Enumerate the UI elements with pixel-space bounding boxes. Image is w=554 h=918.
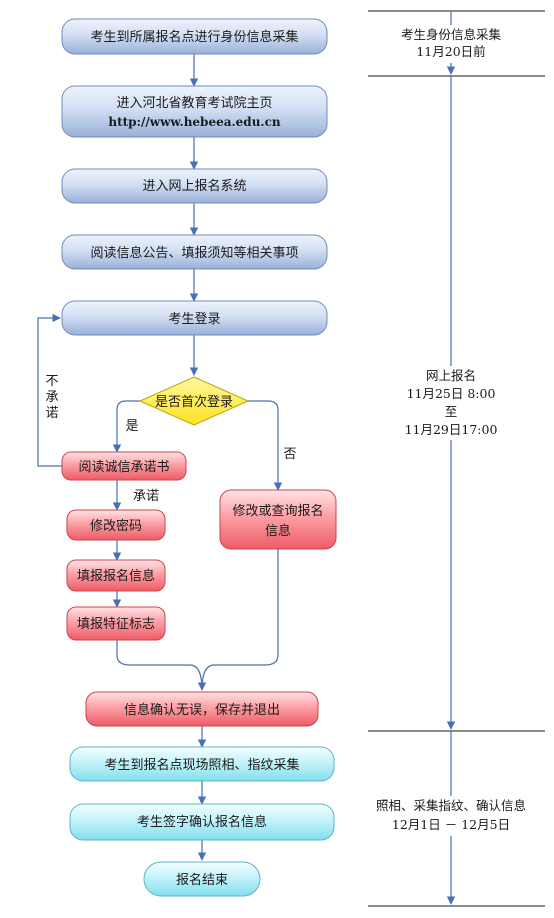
phase2-end: 11月29日17:00 (405, 422, 498, 437)
step-end-label: 报名结束 (176, 872, 228, 888)
step-identity-collection-label: 考生到所属报名点进行身份信息采集 (90, 29, 298, 45)
arrow-no-promise-loop (37, 313, 62, 467)
yes-label: 是 (125, 419, 138, 434)
step-visit-homepage: 进入河北省教育考试院主页 http://www.hebeea.edu.cn (61, 85, 328, 138)
phase3-date: 12月1日 － 12月5日 (392, 817, 510, 832)
step-read-notices: 阅读信息公告、填报须知等相关事项 (61, 234, 328, 270)
decision-first-login: 是否首次登录 (138, 376, 250, 426)
phase2-title: 网上报名 (426, 368, 476, 383)
promise-label: 承诺 (133, 489, 159, 504)
step-confirm-save-label: 信息确认无误，保存并退出 (124, 702, 280, 718)
step-photo-fingerprint: 考生到报名点现场照相、指纹采集 (69, 746, 335, 782)
decision-first-login-label: 是否首次登录 (155, 394, 233, 410)
no-promise-label: 不 承 诺 (45, 374, 58, 421)
step-fill-feature: 填报特征标志 (66, 606, 166, 641)
arrow-decision-yes (112, 400, 140, 453)
step-fill-feature-label: 填报特征标志 (77, 617, 155, 632)
homepage-url: http://www.hebeea.edu.cn (108, 115, 281, 129)
connectors (37, 54, 283, 861)
step-read-pledge: 阅读诚信承诺书 (61, 451, 187, 481)
step-modify-query: 修改或查询报名 信息 (219, 489, 337, 550)
phase3-title: 照相、采集指纹、确认信息 (376, 798, 526, 813)
step-modify-query-label-2: 信息 (265, 523, 291, 539)
arrow-decision-no (248, 400, 283, 491)
svg-text:不: 不 (45, 374, 58, 389)
arrow-modify-merge (201, 549, 279, 691)
phase2-to: 至 (445, 404, 458, 419)
step-fill-info-label: 填报报名信息 (77, 568, 155, 584)
step-sign-confirm: 考生签字确认报名信息 (69, 803, 335, 841)
step-end: 报名结束 (143, 861, 261, 897)
step-identity-collection: 考生到所属报名点进行身份信息采集 (61, 18, 328, 55)
step-login: 考生登录 (61, 300, 328, 336)
step-sign-confirm-label: 考生签字确认报名信息 (137, 814, 267, 830)
phase2-start: 11月25日 8:00 (407, 386, 496, 401)
step-enter-system-label: 进入网上报名系统 (142, 178, 246, 194)
timeline: 考生身份信息采集 11月20日前 网上报名 11月25日 8:00 至 11月2… (368, 10, 545, 907)
phase1-date: 11月20日前 (416, 44, 485, 59)
step-photo-fingerprint-label: 考生到报名点现场照相、指纹采集 (104, 757, 299, 773)
arrow-feature-merge (116, 640, 207, 691)
step-visit-homepage-label: 进入河北省教育考试院主页 (116, 95, 272, 111)
step-modify-query-label-1: 修改或查询报名 (232, 503, 323, 519)
no-label: 否 (283, 447, 296, 462)
step-read-notices-label: 阅读信息公告、填报须知等相关事项 (90, 245, 298, 261)
step-confirm-save: 信息确认无误，保存并退出 (85, 691, 319, 727)
phase1-title: 考生身份信息采集 (401, 27, 502, 42)
step-login-label: 考生登录 (168, 312, 220, 327)
step-read-pledge-label: 阅读诚信承诺书 (78, 460, 169, 475)
step-fill-info: 填报报名信息 (66, 559, 166, 592)
svg-text:承: 承 (45, 390, 58, 405)
step-change-password: 修改密码 (66, 509, 166, 541)
step-enter-system: 进入网上报名系统 (61, 168, 328, 204)
svg-text:诺: 诺 (45, 406, 58, 421)
step-change-password-label: 修改密码 (90, 518, 142, 534)
